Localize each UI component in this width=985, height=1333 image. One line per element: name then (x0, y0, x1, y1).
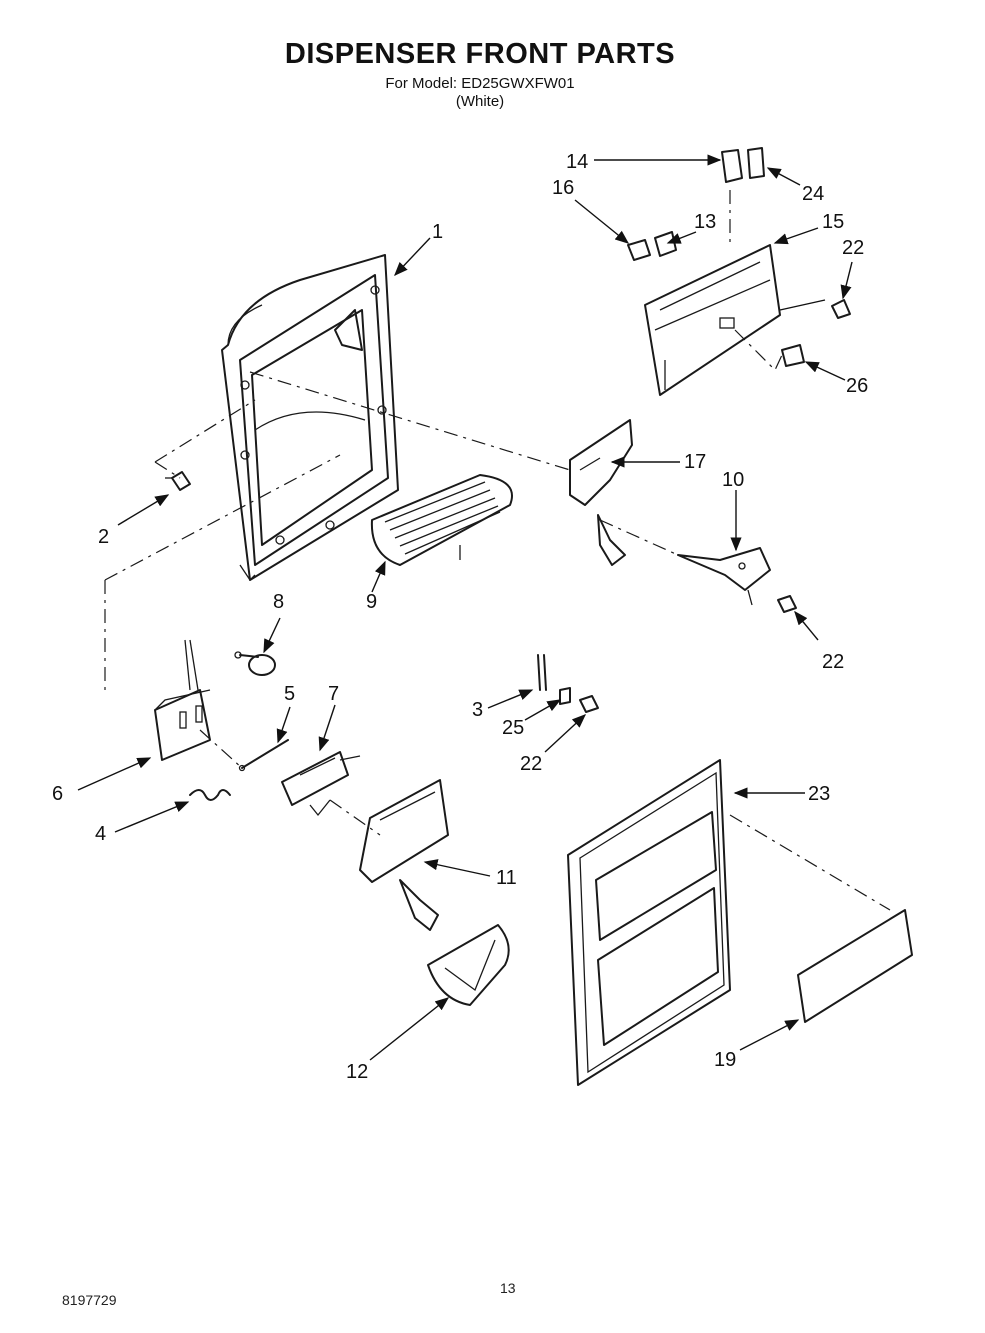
part-26-connector (781, 344, 805, 367)
callout-17: 17 (684, 451, 706, 473)
page-title: DISPENSER FRONT PARTS (284, 38, 676, 70)
callout-14: 14 (566, 151, 588, 173)
part-10-lever (677, 547, 771, 606)
callout-24: 24 (802, 183, 824, 205)
callout-1: 1 (432, 221, 443, 243)
part-9-drip-grille (370, 474, 513, 566)
callout-22-right: 22 (822, 651, 844, 673)
part-23-front-panel (567, 759, 731, 1086)
callout-22-middle: 22 (520, 753, 542, 775)
part-11-ice-paddle (359, 779, 449, 931)
part-7-actuator (281, 751, 361, 817)
part-17-water-paddle (569, 419, 633, 566)
callout-3: 3 (472, 699, 483, 721)
part-5-pin (238, 739, 289, 772)
part-8-solenoid (234, 651, 276, 676)
part-22-screw-b (777, 595, 797, 613)
leader-arrows (77, 154, 853, 1061)
callout-4: 4 (95, 823, 106, 845)
part-2-screw (165, 471, 191, 491)
callout-25: 25 (502, 717, 524, 739)
part-25-insulator (559, 687, 571, 705)
part-4-spring (189, 789, 231, 801)
callout-19: 19 (714, 1049, 736, 1071)
callout-7: 7 (328, 683, 339, 705)
callout-16: 16 (552, 177, 574, 199)
document-number: 8197729 (62, 1292, 117, 1308)
assembly-lines (104, 190, 891, 911)
part-14-switch (721, 149, 743, 183)
part-12-ice-chute (427, 924, 510, 1006)
part-6-control-module (154, 639, 211, 761)
callout-5: 5 (284, 683, 295, 705)
part-24-insulator (747, 147, 765, 179)
callout-15: 15 (822, 211, 844, 233)
part-22-screw-c (579, 695, 599, 713)
part-3-clip (537, 654, 547, 691)
part-13-socket (654, 231, 677, 257)
model-line: For Model: ED25GWXFW01 (385, 75, 575, 92)
part-19-label (797, 909, 913, 1023)
callout-6: 6 (52, 783, 63, 805)
callout-23: 23 (808, 783, 830, 805)
callout-26: 26 (846, 375, 868, 397)
part-1-housing-frame (221, 254, 399, 582)
part-16-light-bulb (627, 239, 651, 261)
part-22-screw-a (831, 299, 851, 319)
part-15-switch-bracket (644, 244, 781, 396)
callout-labels: 1 2 3 4 5 6 7 8 9 10 11 12 13 14 15 16 1… (52, 151, 868, 1083)
color-line: (White) (455, 93, 505, 110)
callout-8: 8 (273, 591, 284, 613)
callout-12: 12 (346, 1061, 368, 1083)
callout-11: 11 (496, 867, 517, 889)
callout-22-top: 22 (842, 237, 864, 259)
callout-13: 13 (694, 211, 716, 233)
callout-2: 2 (98, 526, 109, 548)
callout-10: 10 (722, 469, 744, 491)
callout-9: 9 (366, 591, 377, 613)
page-number: 13 (500, 1280, 516, 1296)
